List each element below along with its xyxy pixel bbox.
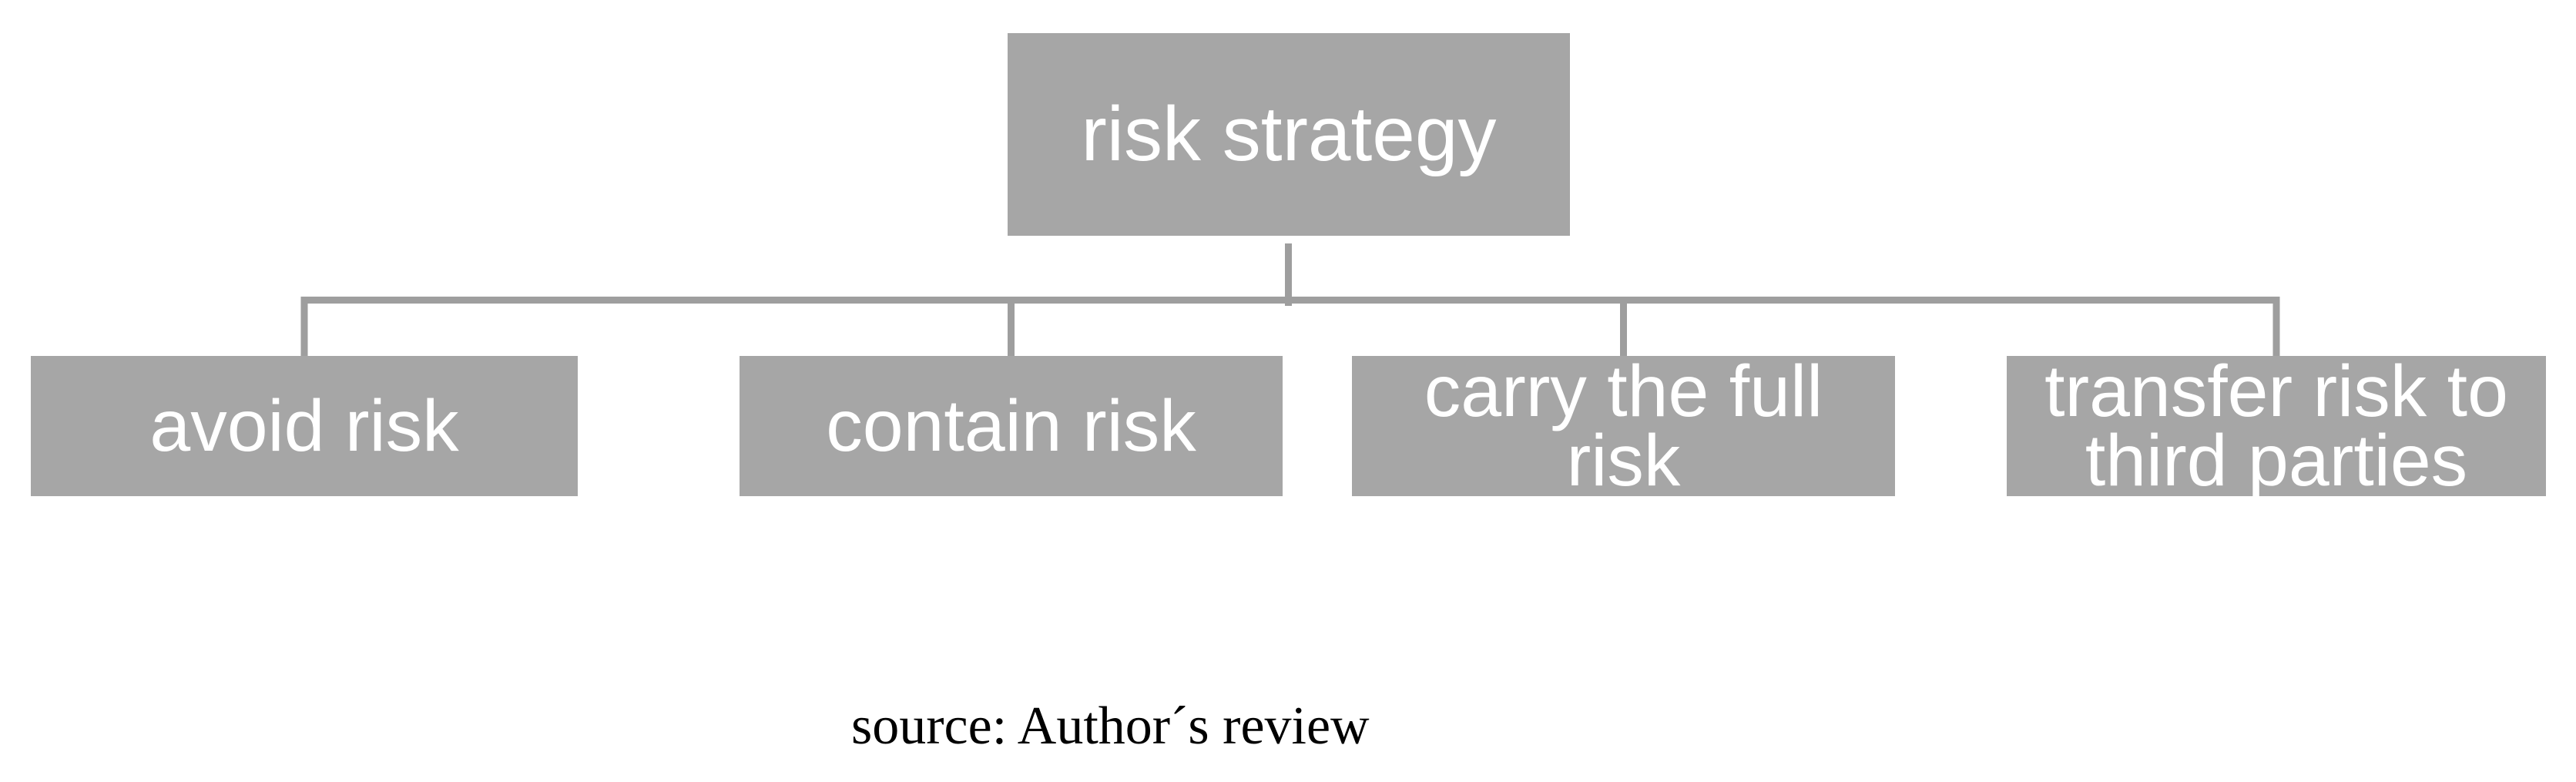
node-contain-risk: contain risk <box>740 356 1283 496</box>
source-caption: source: Author´s review <box>851 696 1370 756</box>
node-transfer-risk: transfer risk to third parties <box>2007 350 2546 502</box>
node-avoid-risk: avoid risk <box>31 356 578 496</box>
node-transfer-risk-label: transfer risk to third parties <box>2044 350 2508 502</box>
node-contain-risk-label: contain risk <box>826 384 1196 467</box>
node-risk-strategy-label: risk strategy <box>1081 91 1497 177</box>
node-carry-full-risk-label: carry the full risk <box>1424 350 1823 502</box>
node-risk-strategy: risk strategy <box>1008 33 1570 236</box>
node-carry-full-risk: carry the full risk <box>1352 350 1895 502</box>
node-avoid-risk-label: avoid risk <box>149 384 459 467</box>
